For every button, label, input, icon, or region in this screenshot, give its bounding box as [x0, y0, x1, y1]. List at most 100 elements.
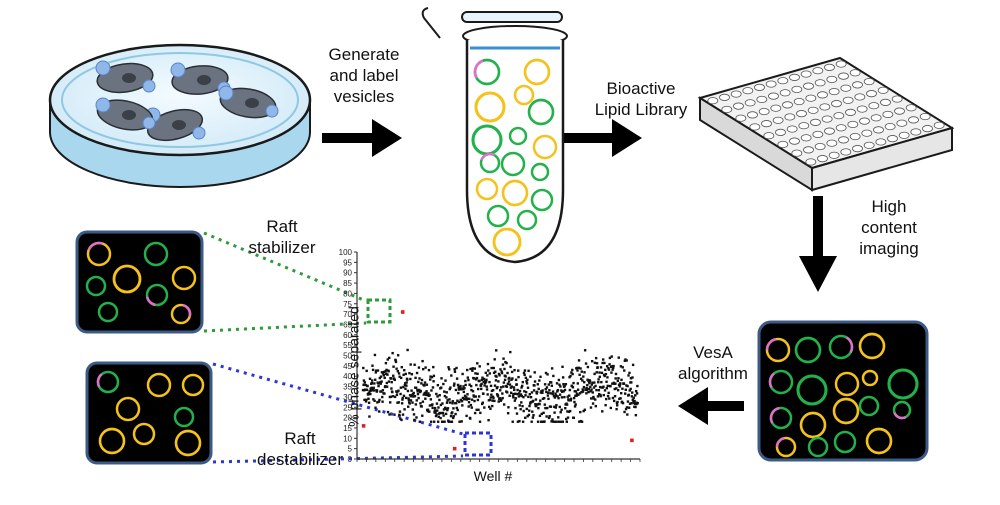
- vesicle: [858, 332, 886, 360]
- data-point: [529, 375, 532, 378]
- data-point: [390, 387, 393, 390]
- data-point: [533, 384, 536, 387]
- data-point: [524, 416, 527, 420]
- vesicle: [833, 430, 857, 454]
- data-point: [520, 394, 524, 398]
- data-point: [421, 359, 424, 363]
- data-point: [442, 408, 446, 411]
- data-point: [617, 377, 620, 380]
- data-point: [370, 381, 374, 385]
- data-point: [447, 420, 451, 423]
- data-point: [440, 386, 443, 389]
- data-point: [617, 356, 620, 359]
- data-point: [376, 369, 380, 372]
- well: [814, 79, 826, 87]
- tube-vesicles: [471, 58, 558, 257]
- data-point: [534, 403, 537, 406]
- data-point: [634, 413, 638, 417]
- data-point: [399, 392, 402, 396]
- data-point: [618, 383, 622, 386]
- data-point: [400, 418, 403, 422]
- y-tick-label: 50: [343, 352, 352, 361]
- data-point: [416, 390, 419, 393]
- data-point: [362, 379, 366, 382]
- data-point: [480, 382, 483, 386]
- data-point: [573, 390, 576, 393]
- data-point: [372, 398, 375, 401]
- data-point: [621, 401, 625, 405]
- data-point: [580, 390, 583, 394]
- data-point: [513, 368, 516, 372]
- y-tick-label: 80: [343, 289, 352, 298]
- data-point: [370, 379, 374, 382]
- data-point: [513, 392, 517, 395]
- data-point: [403, 408, 406, 411]
- data-point: [566, 416, 570, 419]
- data-point: [490, 393, 493, 396]
- vesicle: [865, 427, 893, 455]
- vesicle-dot: [192, 126, 206, 140]
- data-point: [615, 407, 618, 411]
- data-point: [506, 371, 509, 375]
- data-point: [571, 368, 574, 372]
- well: [838, 136, 849, 144]
- data-point: [512, 396, 515, 399]
- data-point: [386, 410, 390, 414]
- data-point: [555, 382, 559, 385]
- data-point: [394, 359, 397, 362]
- data-point: [630, 391, 634, 394]
- data-point: [416, 388, 419, 392]
- data-point: [423, 384, 426, 387]
- data-point: [516, 392, 519, 396]
- well: [735, 114, 747, 122]
- data-point: [526, 378, 529, 382]
- data-point: [627, 374, 630, 377]
- data-point: [575, 392, 579, 396]
- data-point: [471, 367, 474, 370]
- data-point: [592, 397, 595, 400]
- data-point: [461, 404, 464, 407]
- data-point: [416, 392, 420, 396]
- data-point: [580, 420, 584, 423]
- data-point: [452, 407, 455, 410]
- data-point: [428, 394, 431, 397]
- data-point: [485, 388, 489, 391]
- data-point: [579, 367, 582, 370]
- data-point: [423, 381, 427, 384]
- data-point: [425, 393, 428, 397]
- vesicle: [861, 369, 879, 387]
- well: [789, 73, 800, 81]
- data-point: [378, 376, 382, 380]
- data-point: [429, 398, 433, 401]
- vesicle: [892, 400, 912, 420]
- data-point: [610, 355, 613, 358]
- well: [768, 92, 779, 100]
- data-point: [444, 412, 448, 416]
- data-point: [542, 396, 546, 400]
- data-point: [371, 388, 374, 392]
- data-point: [504, 375, 507, 378]
- well: [798, 122, 810, 130]
- data-point: [623, 359, 627, 362]
- data-point: [368, 377, 372, 381]
- data-point: [515, 412, 519, 415]
- data-point: [577, 366, 580, 370]
- data-point: [488, 380, 491, 384]
- well: [875, 138, 887, 146]
- data-point: [381, 389, 385, 392]
- well: [835, 60, 847, 68]
- data-point: [457, 391, 460, 395]
- data-point: [572, 416, 576, 419]
- data-point: [577, 393, 580, 396]
- data-point: [523, 369, 527, 372]
- data-point: [369, 389, 373, 392]
- data-point: [448, 398, 451, 401]
- data-point: [618, 385, 621, 388]
- data-point: [581, 390, 585, 393]
- data-point: [499, 386, 503, 389]
- data-point: [616, 404, 619, 407]
- data-point: [447, 366, 450, 369]
- data-point: [367, 397, 370, 400]
- data-point: [486, 393, 489, 396]
- y-tick-label: 100: [339, 248, 353, 257]
